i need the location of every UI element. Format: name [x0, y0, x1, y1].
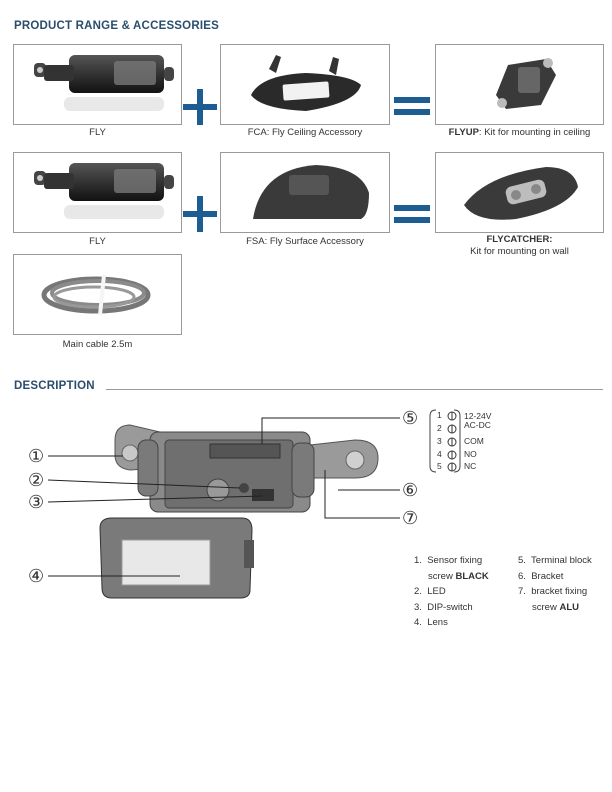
legend-text: Sensor fixing [427, 555, 483, 566]
flycatcher-image-box [435, 152, 604, 233]
legend-text: screw [532, 601, 560, 613]
cable-image-box [13, 254, 182, 335]
callout-2: ② [28, 470, 45, 490]
legend-num: 7. [518, 586, 526, 597]
callout-7: ⑦ [402, 508, 419, 528]
terminal-label-ac-dc: AC-DC [464, 420, 491, 430]
legend-text: Bracket [531, 570, 564, 582]
legend-item-1-cont: screw BLACK [414, 569, 489, 585]
fca-image-box [220, 44, 390, 125]
plus-sign-1 [183, 89, 217, 125]
fly-caption-1: FLY [89, 127, 106, 138]
fsa-caption: FSA: Fly Surface Accessory [246, 236, 364, 247]
legend-column-1: 1. Sensor fixing screw BLACK 2. LED 3. D… [414, 553, 489, 631]
legend-item-2: 2. LED [414, 584, 489, 600]
terminal-number-4: 4 [437, 449, 442, 459]
callout-3: ③ [28, 492, 45, 512]
fca-caption: FCA: Fly Ceiling Accessory [247, 127, 363, 138]
legend-num: 1. [414, 555, 422, 566]
flycatcher-caption: Kit for mounting on wall [470, 246, 569, 257]
legend-text: Terminal block [531, 555, 592, 566]
section-title-product-range: PRODUCT RANGE & ACCESSORIES [14, 20, 219, 32]
flycatcher-title: FLYCATCHER: [486, 234, 553, 245]
legend-item-7: 7. bracket fixing [518, 584, 592, 600]
legend-text: bracket fixing [531, 586, 588, 597]
legend-text: Lens [427, 617, 448, 628]
legend-item-4: 4. Lens [414, 615, 489, 631]
flyup-kit-image [496, 58, 556, 109]
legend-item-1: 1. Sensor fixing [414, 553, 489, 569]
callout-4: ④ [28, 566, 45, 586]
fsa-accessory-image [253, 165, 369, 219]
fly-caption-2: FLY [89, 236, 106, 247]
flyup-caption: FLYUP: Kit for mounting in ceiling [432, 127, 607, 138]
legend-item-3: 3. DIP-switch [414, 600, 489, 616]
legend-num: 4. [414, 617, 422, 628]
fly-image-box-1 [13, 44, 182, 125]
callout-6: ⑥ [402, 480, 419, 500]
fly-sensor-image [34, 55, 174, 111]
fly-sensor-image-2 [34, 163, 174, 219]
flyup-caption-bold: FLYUP [448, 127, 479, 138]
flycatcher-caption-bold: FLYCATCHER: [435, 234, 604, 245]
terminal-label-no: NO [464, 449, 477, 459]
equals-sign-1 [394, 97, 430, 115]
terminal-label-com: COM [464, 436, 484, 446]
flycatcher-kit-image [464, 167, 578, 220]
terminal-number-3: 3 [437, 436, 442, 446]
equals-sign-2 [394, 205, 430, 223]
legend-item-6: 6. Bracket [518, 569, 592, 585]
legend-num: 2. [414, 586, 422, 597]
terminal-number-1: 1 [437, 410, 442, 420]
terminal-number-2: 2 [437, 423, 442, 433]
legend-column-2: 5. Terminal block 6. Bracket 7. bracket … [518, 553, 592, 615]
legend-bold: BLACK [455, 570, 489, 582]
section-divider [106, 389, 603, 390]
callout-1: ① [28, 446, 45, 466]
cable-caption: Main cable 2.5m [62, 339, 133, 350]
fly-image-box-2 [13, 152, 182, 233]
terminal-label-12-24v: 12-24V [464, 411, 492, 421]
fca-accessory-image [251, 55, 361, 111]
terminal-number-5: 5 [437, 461, 442, 471]
callout-5: ⑤ [402, 408, 419, 428]
legend-item-5: 5. Terminal block [518, 553, 592, 569]
legend-text: LED [427, 586, 446, 597]
flyup-caption-rest: : Kit for mounting in ceiling [478, 127, 591, 138]
fsa-image-box [220, 152, 390, 233]
main-cable-image [41, 274, 151, 316]
legend-item-7-cont: screw ALU [518, 600, 592, 616]
flyup-image-box [435, 44, 604, 125]
legend-num: 5. [518, 555, 526, 566]
legend-text: screw [428, 570, 456, 582]
plus-sign-2 [183, 196, 217, 232]
legend-bold: ALU [559, 601, 579, 613]
section-title-description: DESCRIPTION [14, 380, 95, 392]
terminal-label-nc: NC [464, 461, 477, 471]
legend-text: DIP-switch [427, 601, 473, 613]
legend-num: 6. [518, 570, 526, 582]
legend-num: 3. [414, 601, 422, 613]
